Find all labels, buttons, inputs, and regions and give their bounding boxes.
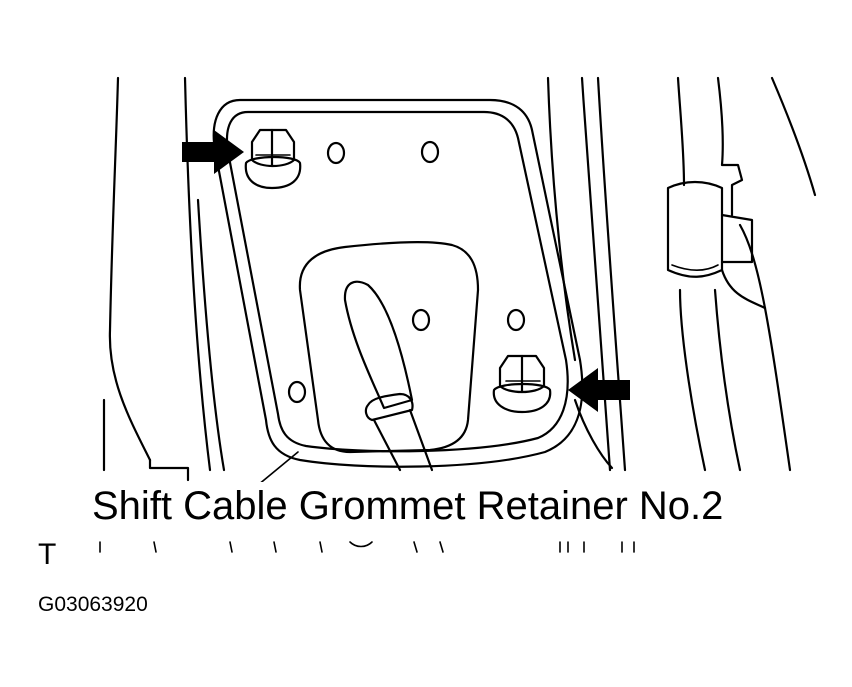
left-body-panel (102, 76, 226, 482)
figure-code: G03063920 (38, 593, 148, 616)
lower-line-fragments (99, 541, 635, 553)
upper-bolt (244, 128, 302, 190)
shift-cable (343, 280, 434, 472)
view-marker: T (38, 538, 57, 571)
arrow-right-icon (182, 130, 244, 174)
retainer-holes (287, 140, 526, 404)
callout-label: Shift Cable Grommet Retainer No.2 (88, 482, 728, 530)
lower-bolt (492, 354, 552, 414)
right-body-panel (546, 76, 817, 472)
arrow-left-icon (568, 368, 630, 412)
hose (666, 180, 792, 472)
grommet-recess (298, 241, 480, 454)
